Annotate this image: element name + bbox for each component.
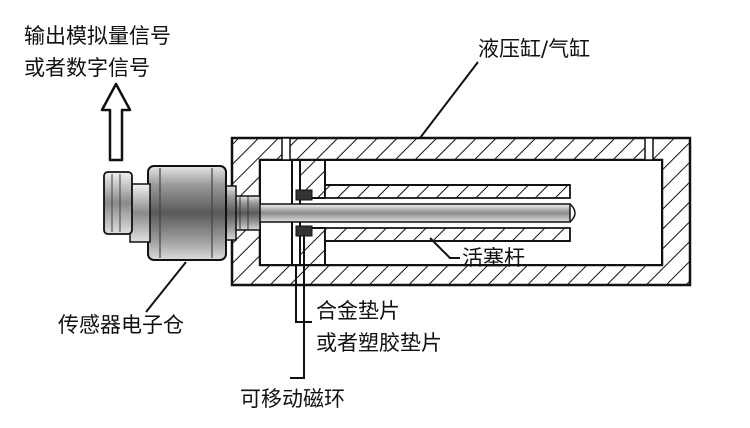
leader-piston-rod [429, 237, 460, 259]
port-left [281, 137, 291, 161]
leader-magnet [290, 236, 305, 379]
port-right [644, 137, 654, 161]
leader-sensor-housing [145, 261, 187, 313]
piston-rod-label: 活塞杆 [462, 246, 525, 270]
gasket-label-2: 或者塑胶垫片 [316, 331, 442, 355]
leader-gasket [295, 265, 312, 323]
connector [103, 171, 151, 243]
magnet-ring-top [295, 189, 313, 201]
sensor-probe-rod [249, 203, 576, 223]
piston [299, 159, 571, 266]
output-signal-label-1: 输出模拟量信号 [24, 24, 171, 48]
output-signal-label-2: 或者数字信号 [24, 56, 150, 80]
leader-lines [145, 61, 479, 379]
leader-cylinder [419, 61, 479, 139]
gasket-label-1: 合金垫片 [316, 299, 400, 323]
sensor-housing-label: 传感器电子仓 [58, 313, 184, 337]
cylinder-label: 液压缸/气缸 [478, 37, 590, 61]
sensor-housing [147, 165, 227, 261]
magnet-ring-label: 可移动磁环 [240, 387, 345, 411]
output-arrow-icon [100, 82, 132, 162]
magnet-ring-bottom [295, 225, 313, 237]
